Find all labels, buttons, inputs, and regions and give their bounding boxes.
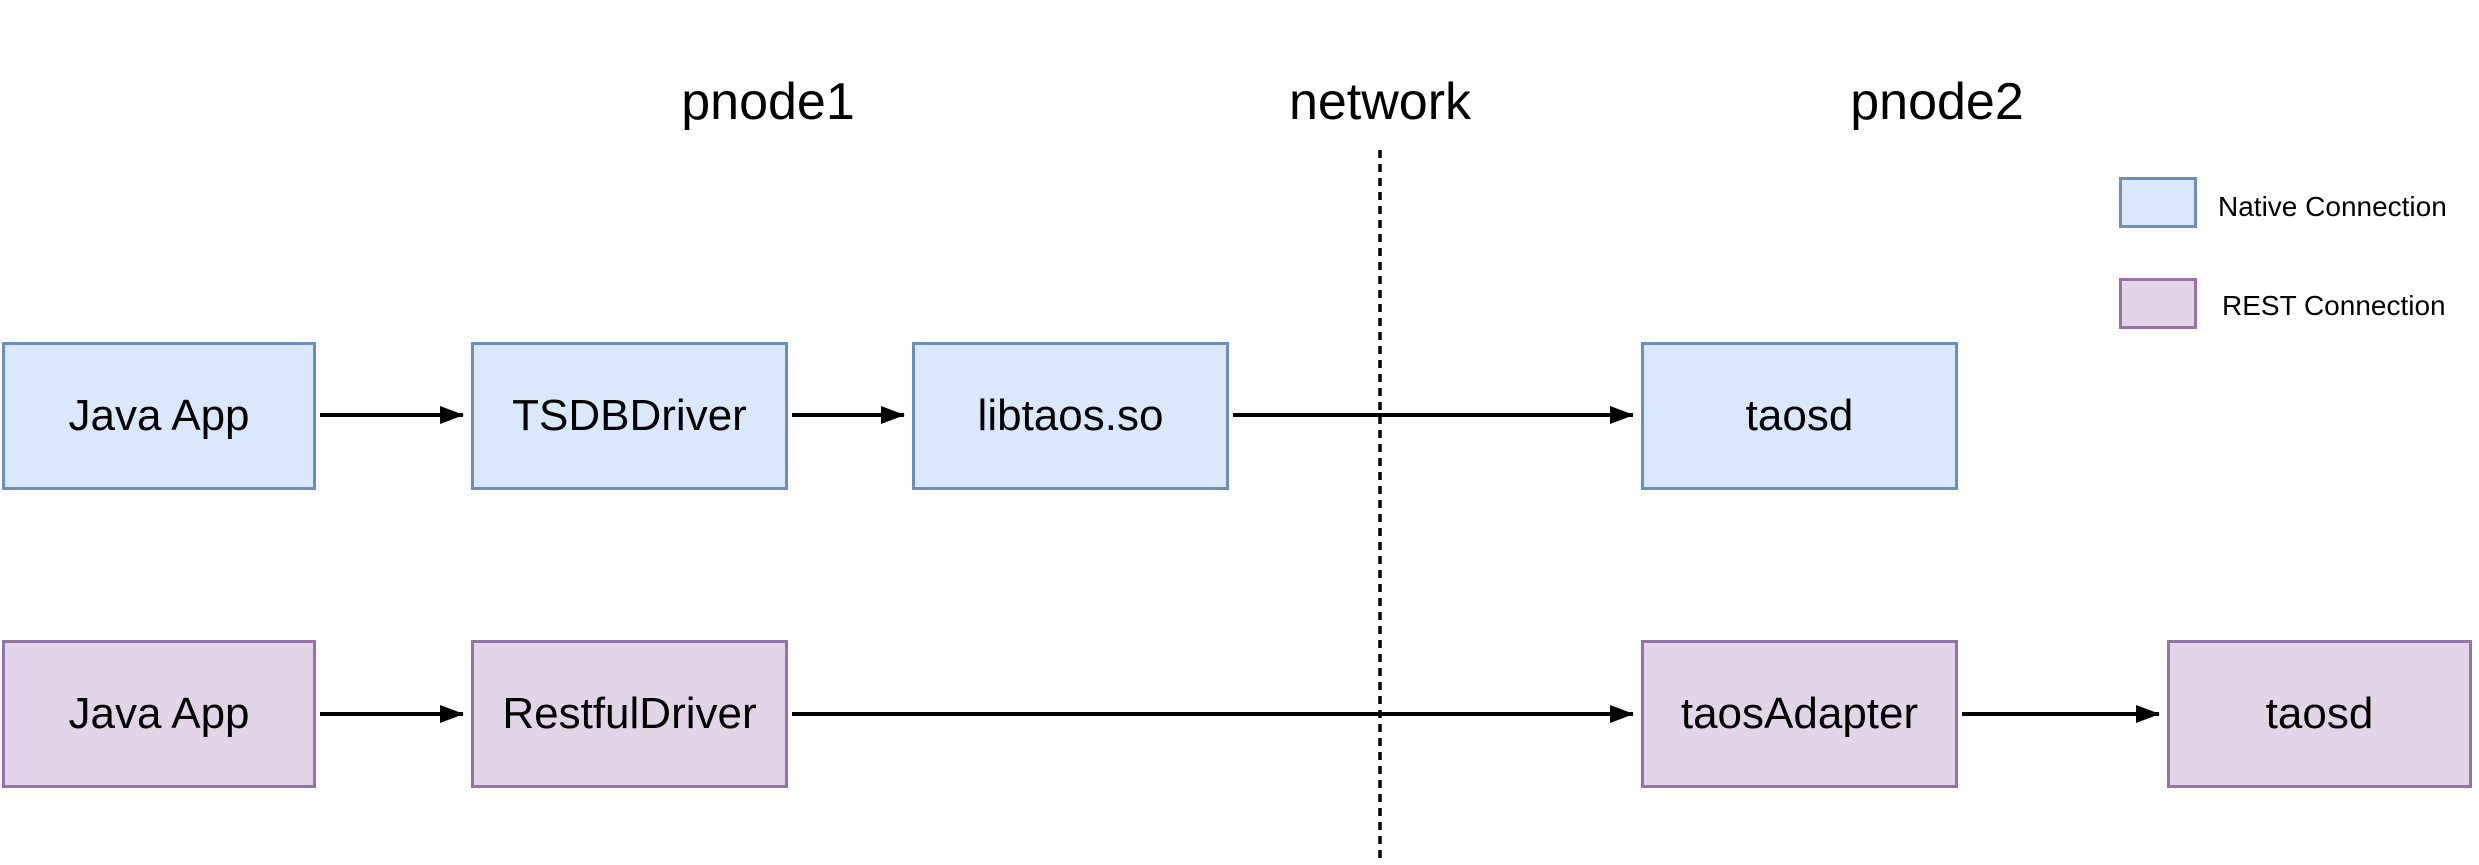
node-label: taosAdapter	[1680, 689, 1919, 738]
zone-label-pnode2: pnode2	[1850, 73, 2024, 131]
node-taosd-rest: taosd	[2167, 640, 2472, 788]
legend-label-native: Native Connection	[2218, 191, 2447, 222]
node-libtaos-so: libtaos.so	[912, 342, 1229, 490]
zone-label-pnode1: pnode1	[681, 73, 855, 131]
legend-label-rest: REST Connection	[2222, 290, 2446, 321]
node-label: libtaos.so	[977, 391, 1164, 440]
node-label: taosd	[1745, 391, 1854, 440]
node-java-app-native: Java App	[2, 342, 316, 490]
node-java-app-rest: Java App	[2, 640, 316, 788]
node-label: TSDBDriver	[512, 391, 747, 440]
legend-swatch-rest	[2119, 278, 2197, 329]
node-taosadapter: taosAdapter	[1641, 640, 1958, 788]
node-label: RestfulDriver	[502, 689, 757, 738]
node-tsdbdriver: TSDBDriver	[471, 342, 788, 490]
node-restfuldriver: RestfulDriver	[471, 640, 788, 788]
zone-label-network: network	[1288, 73, 1472, 131]
node-label: taosd	[2265, 689, 2374, 738]
node-taosd-native: taosd	[1641, 342, 1958, 490]
legend-swatch-native	[2119, 177, 2197, 228]
node-label: Java App	[68, 391, 250, 440]
node-label: Java App	[68, 689, 250, 738]
